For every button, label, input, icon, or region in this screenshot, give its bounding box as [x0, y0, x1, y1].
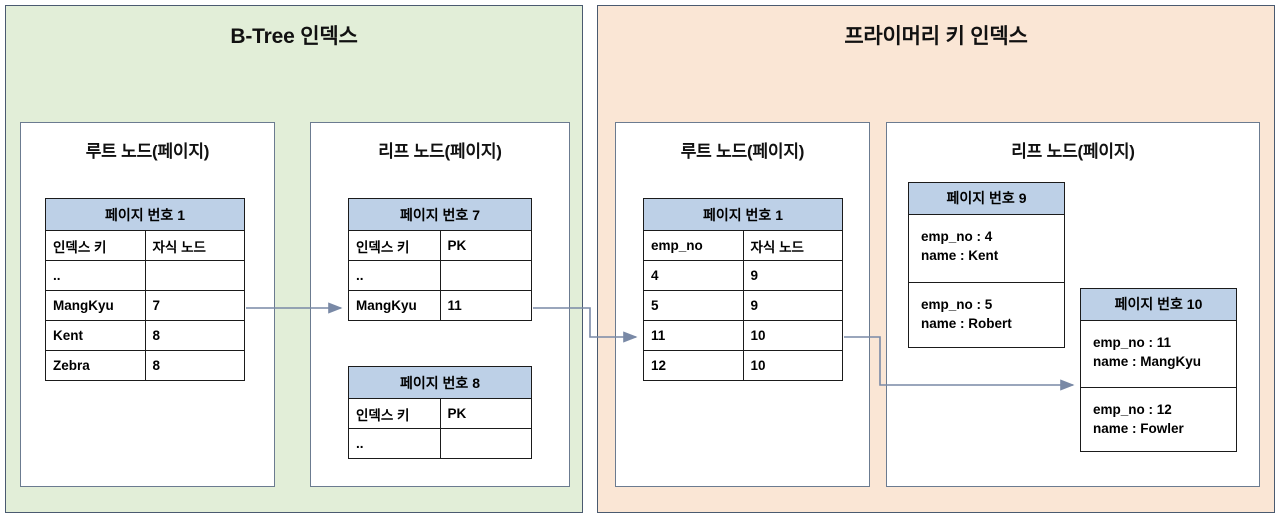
cell-child-node: 8 — [144, 320, 245, 351]
record-emp-no: emp_no : 12 — [1093, 402, 1172, 417]
cell-index-key: Kent — [45, 320, 146, 351]
table-row: Kent 8 — [45, 320, 245, 351]
cell-index-key: MangKyu — [45, 290, 146, 321]
table-column-row: emp_no 자식 노드 — [643, 230, 843, 261]
panel-btree-title: B-Tree 인덱스 — [230, 25, 358, 48]
page-number-header: 페이지 번호 9 — [909, 183, 1064, 215]
cell-index-key: Zebra — [45, 350, 146, 381]
column-header-index-key: 인덱스 키 — [348, 230, 441, 261]
cell-emp-no: 11 — [643, 320, 744, 351]
table-row: 11 10 — [643, 320, 843, 351]
table-row: 4 9 — [643, 260, 843, 291]
record-row: emp_no : 5 name : Robert — [909, 282, 1064, 349]
panel-pk-title: 프라이머리 키 인덱스 — [844, 25, 1028, 48]
table-column-row: 인덱스 키 자식 노드 — [45, 230, 245, 261]
cell-emp-no: 12 — [643, 350, 744, 381]
record-emp-no: emp_no : 4 — [921, 229, 993, 244]
record-emp-no: emp_no : 5 — [921, 297, 993, 312]
cell-child-node: 9 — [742, 290, 843, 321]
column-header-index-key: 인덱스 키 — [45, 230, 146, 261]
cell-emp-no: 5 — [643, 290, 744, 321]
btree-leaf-node-title: 리프 노드(페이지) — [378, 142, 502, 161]
record-name: name : Robert — [921, 316, 1012, 331]
cell-index-key: .. — [348, 260, 441, 291]
record-name: name : Kent — [921, 248, 999, 263]
cell-index-key: .. — [45, 260, 146, 291]
record-row: emp_no : 12 name : Fowler — [1081, 387, 1236, 453]
record-row: emp_no : 11 name : MangKyu — [1081, 321, 1236, 387]
table-header-row: 페이지 번호 1 — [643, 198, 843, 231]
column-header-child-node: 자식 노드 — [144, 230, 245, 261]
btree-root-table: 페이지 번호 1 인덱스 키 자식 노드 .. MangKyu 7 Kent 8… — [45, 198, 245, 381]
record-name: name : Fowler — [1093, 421, 1184, 436]
pk-leaf-node-title: 리프 노드(페이지) — [1011, 142, 1135, 161]
table-row: Zebra 8 — [45, 350, 245, 381]
table-header-row: 페이지 번호 1 — [45, 198, 245, 231]
table-row: .. — [348, 260, 532, 291]
table-header-row: 페이지 번호 7 — [348, 198, 532, 231]
table-row: .. — [348, 428, 532, 459]
pk-leaf-page10-box: 페이지 번호 10 emp_no : 11 name : MangKyu emp… — [1080, 288, 1237, 452]
record-row: emp_no : 4 name : Kent — [909, 215, 1064, 282]
table-column-row: 인덱스 키 PK — [348, 398, 532, 429]
cell-emp-no: 4 — [643, 260, 744, 291]
column-header-pk: PK — [439, 230, 532, 261]
table-column-row: 인덱스 키 PK — [348, 230, 532, 261]
page-number-header: 페이지 번호 1 — [45, 198, 245, 231]
column-header-emp-no: emp_no — [643, 230, 744, 261]
column-header-child-node: 자식 노드 — [742, 230, 843, 261]
btree-leaf-page8-table: 페이지 번호 8 인덱스 키 PK .. — [348, 366, 532, 459]
column-header-index-key: 인덱스 키 — [348, 398, 441, 429]
page-number-header: 페이지 번호 1 — [643, 198, 843, 231]
cell-child-node: 8 — [144, 350, 245, 381]
page-number-header: 페이지 번호 10 — [1081, 289, 1236, 321]
table-row: MangKyu 7 — [45, 290, 245, 321]
cell-index-key: MangKyu — [348, 290, 441, 321]
cell-pk: 11 — [439, 290, 532, 321]
table-row: .. — [45, 260, 245, 291]
cell-child-node — [144, 260, 245, 291]
page-number-header: 페이지 번호 7 — [348, 198, 532, 231]
column-header-pk: PK — [439, 398, 532, 429]
cell-child-node: 9 — [742, 260, 843, 291]
table-header-row: 페이지 번호 8 — [348, 366, 532, 399]
record-name: name : MangKyu — [1093, 354, 1202, 369]
cell-child-node: 10 — [742, 350, 843, 381]
cell-child-node: 10 — [742, 320, 843, 351]
table-row: 12 10 — [643, 350, 843, 381]
cell-pk — [439, 428, 532, 459]
table-row: MangKyu 11 — [348, 290, 532, 321]
record-emp-no: emp_no : 11 — [1093, 335, 1172, 350]
pk-root-node-title: 루트 노드(페이지) — [680, 142, 805, 161]
pk-leaf-page9-box: 페이지 번호 9 emp_no : 4 name : Kent emp_no :… — [908, 182, 1065, 348]
cell-pk — [439, 260, 532, 291]
cell-child-node: 7 — [144, 290, 245, 321]
pk-root-table: 페이지 번호 1 emp_no 자식 노드 4 9 5 9 11 10 12 1… — [643, 198, 843, 381]
btree-root-node-title: 루트 노드(페이지) — [85, 142, 210, 161]
cell-index-key: .. — [348, 428, 441, 459]
btree-leaf-page7-table: 페이지 번호 7 인덱스 키 PK .. MangKyu 11 — [348, 198, 532, 321]
page-number-header: 페이지 번호 8 — [348, 366, 532, 399]
table-row: 5 9 — [643, 290, 843, 321]
